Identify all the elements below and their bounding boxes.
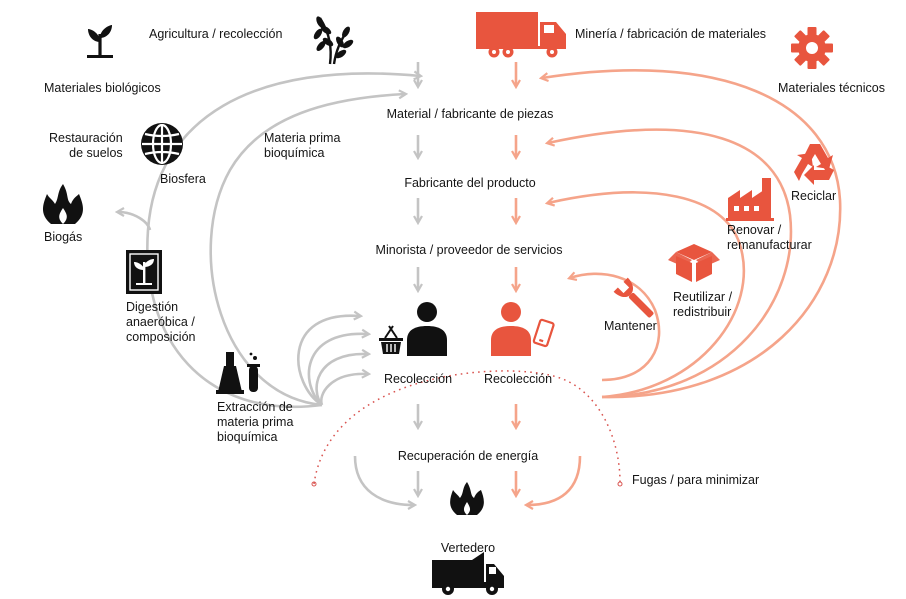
label-recoleccion-bio: Recolección (383, 372, 453, 386)
person-icon (491, 302, 531, 356)
dump-truck-icon (432, 552, 504, 595)
label-materiales-tecnicos: Materiales técnicos (778, 81, 885, 95)
label-minorista: Minorista / proveedor de servicios (375, 243, 563, 257)
biogas-arrow (118, 212, 152, 231)
recycle-icon (794, 144, 834, 185)
label-fabricante-piezas: Material / fabricante de piezas (386, 107, 554, 121)
box-icon (668, 244, 720, 282)
label-materiales-biologicos: Materiales biológicos (44, 81, 161, 95)
wrench-icon (613, 277, 654, 318)
label-fugas: Fugas / para minimizar (632, 473, 760, 487)
digester-icon (126, 250, 162, 294)
label-reciclar: Reciclar (791, 189, 837, 203)
technical-cycle-arrows (516, 62, 842, 505)
truck-icon (476, 12, 566, 58)
maintain-loop (570, 274, 661, 382)
wheat-icon (313, 16, 354, 65)
redistribute-loop (548, 191, 746, 399)
wave-1 (297, 316, 360, 407)
factory-icon (726, 178, 774, 221)
outer-bio-loop (146, 73, 420, 408)
flask-icon (216, 352, 260, 394)
remanufacture-loop (548, 128, 793, 399)
wave-3 (315, 354, 368, 406)
sprout-icon (87, 25, 113, 58)
label-mantener: Mantener (604, 319, 657, 333)
label-materia-prima: Materia prima bioquímica (264, 131, 341, 160)
leakage-end-right (617, 481, 623, 487)
leakage-dotted-arc (313, 370, 621, 485)
label-digestion: Digestión anaeróbica / composición (126, 300, 196, 344)
leakage-end-left (311, 481, 317, 487)
label-biosfera: Biosfera (160, 172, 206, 186)
flame-icon (43, 184, 83, 224)
label-fabricante-producto: Fabricante del producto (404, 176, 536, 190)
gear-icon (791, 27, 833, 69)
person-icon (407, 302, 447, 356)
label-mineria: Minería / fabricación de materiales (575, 27, 767, 41)
basket-icon (379, 325, 403, 354)
globe-icon (141, 123, 183, 165)
wave-2 (307, 334, 368, 406)
flame-icon (450, 482, 484, 515)
recycle-loop (542, 68, 842, 399)
wave-4 (319, 374, 368, 406)
bio-leak-arrow (353, 455, 414, 505)
label-renovar: Renovar / remanufacturar (727, 223, 812, 252)
label-recuperacion: Recuperación de energía (397, 449, 539, 463)
label-vertedero: Vertedero (440, 541, 496, 555)
label-extraccion: Extracción de materia prima bioquímica (217, 400, 294, 444)
label-reutilizar: Reutilizar / redistribuir (673, 290, 733, 319)
phone-icon (532, 318, 555, 348)
label-biogas: Biogás (44, 230, 83, 244)
label-restauracion: Restauración de suelos (49, 131, 123, 160)
label-recoleccion-tec: Recolección (483, 372, 553, 386)
tec-leak-arrow (527, 455, 582, 505)
label-agricultura: Agricultura / recolección (149, 27, 283, 41)
